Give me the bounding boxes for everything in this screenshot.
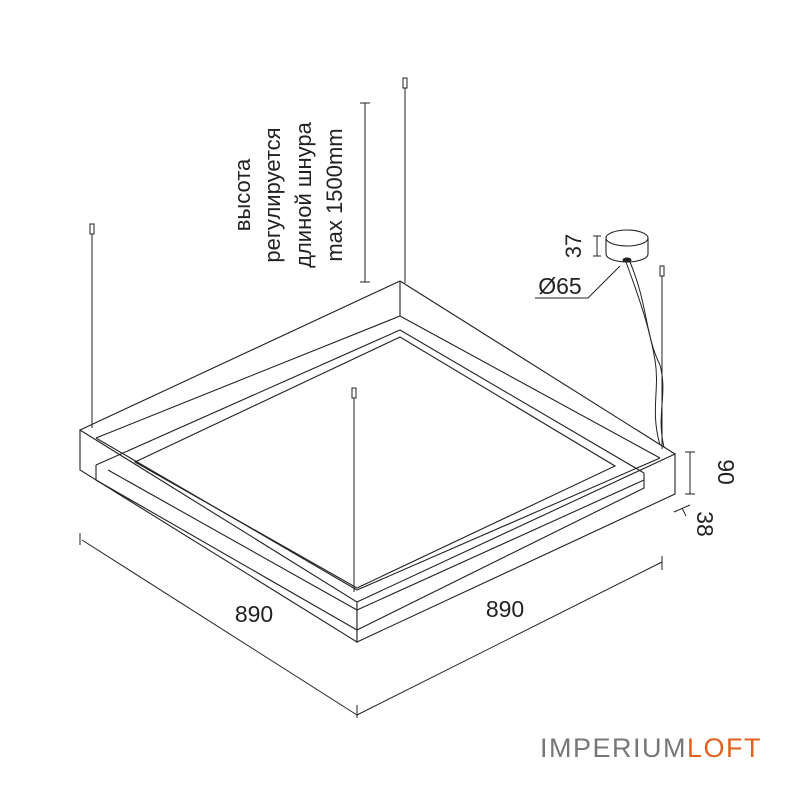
dim-canopy-height-label: 37	[561, 234, 586, 258]
note-line-2: регулируется	[260, 127, 285, 262]
frame-inner-edge-left	[95, 329, 645, 474]
logo-text-loft: LOFT	[687, 733, 763, 763]
note-line-3: длиной шнура	[291, 121, 316, 268]
cable-left-clamp	[89, 223, 95, 235]
dim-38-tick	[681, 507, 687, 517]
ceiling-canopy	[605, 229, 649, 263]
frame-front-left-face	[79, 429, 358, 643]
cable-back-clamp	[402, 77, 408, 89]
dim-65-leader	[535, 265, 621, 299]
frame-inner-step-right	[356, 473, 645, 631]
logo-text-imperium: IMPERIUM	[540, 733, 687, 763]
power-wire	[625, 261, 661, 446]
power-wire-2	[629, 261, 665, 448]
dim-canopy-diameter-label: Ø65	[538, 273, 581, 299]
dimension-lines	[79, 102, 695, 718]
dim-width-left-label: 890	[235, 601, 273, 627]
height-note: высота регулируется длиной шнура max 150…	[230, 121, 347, 268]
dim-width-right-label: 890	[486, 596, 524, 622]
frame-inner-bottom-right	[356, 479, 645, 611]
canopy-top	[605, 229, 649, 247]
canopy-hole	[622, 257, 632, 263]
dim-profile-width-label: 38	[692, 511, 718, 537]
frame-outer-top-left	[79, 280, 401, 431]
frame-inner-top-right	[399, 315, 661, 459]
cable-center-clamp	[351, 387, 357, 399]
note-line-4: max 1500mm	[322, 128, 347, 261]
dim-890-left-line	[81, 539, 358, 716]
note-line-1: высота	[230, 158, 255, 231]
dim-890-right-line	[356, 561, 663, 716]
frame-inner-bottom-left	[107, 469, 358, 611]
diffuser-panel	[133, 336, 617, 589]
frame-inner-step-left	[95, 465, 358, 631]
cable-right-clamp	[659, 265, 665, 277]
suspension-cables	[89, 77, 665, 592]
lamp-frame	[79, 280, 676, 643]
frame-inner-front-right	[356, 457, 661, 591]
frame-front-right-face	[356, 453, 676, 643]
brand-logo: IMPERIUMLOFT	[540, 733, 762, 764]
frame-outer-top-right	[399, 280, 676, 455]
dim-height-label: 90	[713, 459, 739, 485]
frame-inner-top-left	[95, 315, 401, 439]
